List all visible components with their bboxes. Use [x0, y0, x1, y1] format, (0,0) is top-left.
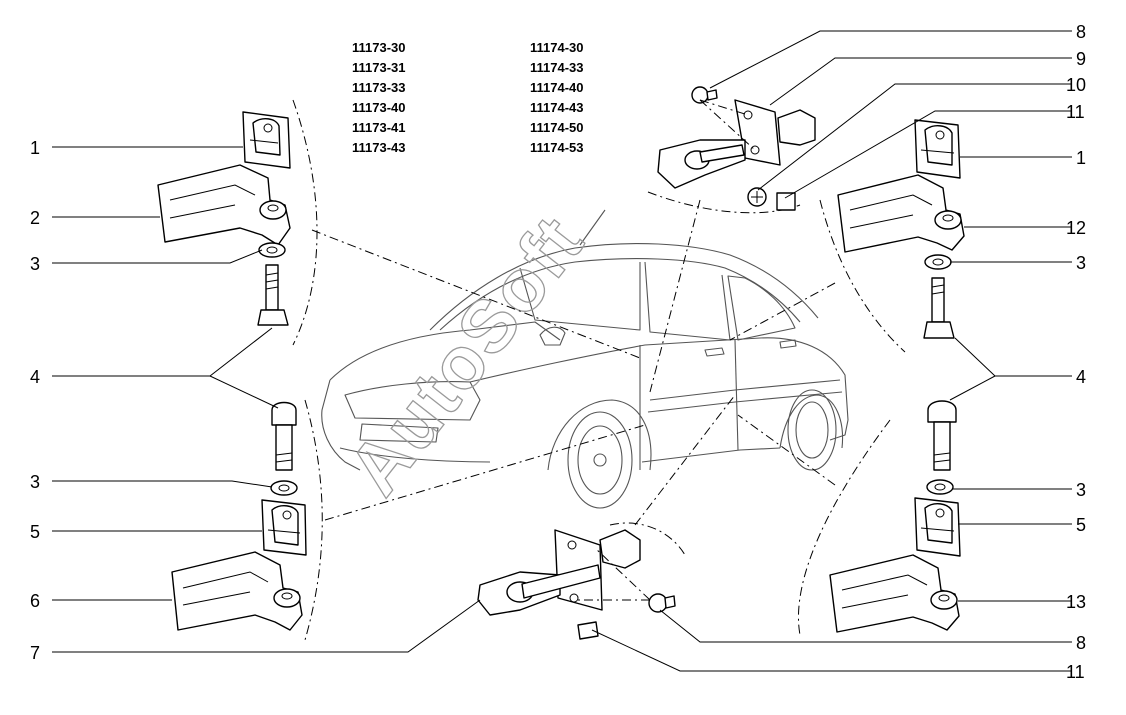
mounting-lines [311, 199, 836, 526]
callout-number: 12 [1066, 218, 1086, 238]
model-code: 11174-43 [530, 100, 584, 115]
callout-number: 11 [1066, 662, 1085, 682]
hinge-leaf-lower-left [171, 551, 303, 631]
model-code: 11173-31 [352, 60, 406, 75]
screw-upper [747, 187, 796, 211]
callout-number: 3 [1076, 253, 1086, 273]
model-code: 11174-33 [530, 60, 584, 75]
upper-dashed-links [699, 99, 756, 151]
model-code: 11174-50 [530, 120, 584, 135]
hinge-pin-lower-right [927, 400, 957, 471]
callout-number: 1 [30, 138, 40, 158]
model-code: 11174-40 [530, 80, 584, 95]
lower-dashed-links [575, 547, 651, 601]
model-code: 11173-33 [352, 80, 406, 95]
callout-number: 9 [1076, 49, 1086, 69]
callout-number: 3 [1076, 480, 1086, 500]
callout-number: 13 [1066, 592, 1086, 612]
model-code: 11173-43 [352, 140, 406, 155]
model-code: 11173-41 [352, 120, 406, 135]
model-code: 11174-53 [530, 140, 584, 155]
callouts-left: 1 2 3 4 3 5 6 7 [30, 138, 40, 663]
callout-number: 5 [1076, 515, 1086, 535]
callout-number: 4 [1076, 367, 1086, 387]
callout-number: 5 [30, 522, 40, 542]
callout-number: 3 [30, 472, 40, 492]
model-list-col1: 11173-30 11173-31 11173-33 11173-40 1117… [352, 40, 406, 155]
callout-number: 3 [30, 254, 40, 274]
hinge-bracket-lower-left [261, 499, 307, 556]
callout-number: 6 [30, 591, 40, 611]
hinge-pin-upper-right [923, 277, 955, 339]
hinge-bracket-upper-right [914, 119, 961, 179]
hinge-leaf-lower-right [829, 554, 960, 633]
hinge-pin-upper-left [257, 264, 289, 326]
model-code: 11173-40 [352, 100, 406, 115]
hinge-bracket-lower-right [914, 497, 961, 557]
callout-number: 1 [1076, 148, 1086, 168]
hinge-pin-lower-left [271, 401, 297, 471]
watermark: AutoSoft [332, 200, 600, 510]
hinge-bracket-upper-left [242, 111, 291, 169]
model-list-col2: 11174-30 11174-33 11174-40 11174-43 1117… [530, 40, 584, 155]
callout-number: 11 [1066, 102, 1085, 122]
washer-upper-right [924, 254, 952, 270]
bolt-lower [648, 593, 676, 613]
callouts-right: 8 9 10 11 1 12 3 4 3 5 13 8 11 [1066, 22, 1086, 682]
callout-leaders [52, 30, 1072, 672]
car-illustration [321, 209, 849, 509]
hinge-leaf-upper-left [157, 164, 291, 246]
model-code: 11173-30 [352, 40, 406, 55]
washer-lower-right [926, 479, 954, 495]
door-check-upper [657, 99, 816, 189]
callout-number: 4 [30, 367, 40, 387]
callout-number: 7 [30, 643, 40, 663]
hinge-leaf-upper-right [837, 174, 965, 253]
door-check-lower [477, 529, 641, 616]
washer-lower-left [270, 480, 298, 496]
callout-number: 8 [1076, 633, 1086, 653]
screw-lower [577, 621, 599, 640]
callout-number: 10 [1066, 75, 1086, 95]
callout-number: 2 [30, 208, 40, 228]
callout-number: 8 [1076, 22, 1086, 42]
bolt-upper [691, 86, 718, 104]
washer-upper-left [258, 242, 286, 258]
model-code: 11174-30 [530, 40, 584, 55]
